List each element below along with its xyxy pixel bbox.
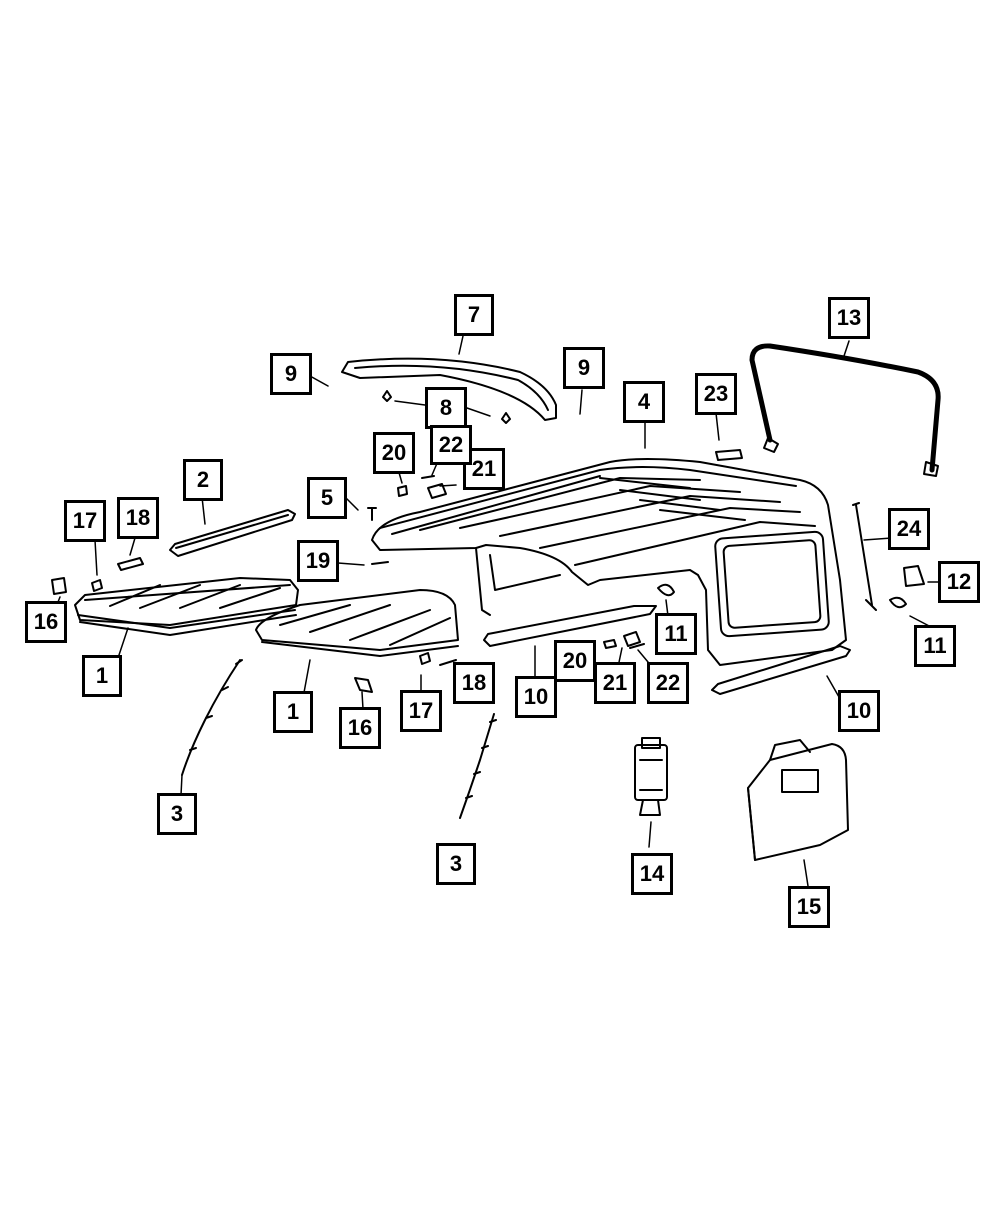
callout-19: 19: [297, 540, 339, 582]
hardtop-part: [371, 458, 847, 666]
callout-3: 3: [157, 793, 197, 835]
clip-part: [371, 561, 389, 565]
door-seal-part: [749, 343, 941, 473]
bumper-part: [397, 485, 408, 497]
clip-part: [382, 390, 392, 402]
callout-16: 16: [25, 601, 67, 643]
bumper-part: [427, 483, 447, 499]
callout-12: 12: [938, 561, 980, 603]
callout-14: 14: [631, 853, 673, 895]
callout-18: 18: [117, 497, 159, 539]
clip-part: [501, 412, 511, 424]
callout-10: 10: [838, 690, 880, 732]
callout-22: 22: [430, 425, 472, 465]
bumper-part: [623, 631, 641, 647]
callout-23: 23: [695, 373, 737, 415]
roof-panel-right-part: [255, 589, 459, 657]
pad-part: [421, 475, 435, 479]
strut-part: [855, 504, 873, 606]
callout-7: 7: [454, 294, 494, 336]
callout-1: 1: [273, 691, 313, 733]
seal-end-part: [923, 461, 939, 477]
harness-right-part: [459, 713, 495, 819]
callout-22: 22: [647, 662, 689, 704]
latch-part: [889, 596, 907, 609]
bracket-part: [715, 449, 743, 461]
front-header-trim-part: [341, 357, 557, 421]
pad-part: [439, 659, 457, 666]
callout-10: 10: [515, 676, 557, 718]
callout-4: 4: [623, 381, 665, 423]
callout-17: 17: [400, 690, 442, 732]
side-rail-right-part: [711, 645, 851, 695]
callout-13: 13: [828, 297, 870, 339]
callout-11: 11: [655, 613, 697, 655]
weatherstrip-part: [169, 509, 296, 557]
harness-left-part: [181, 659, 241, 776]
latch-part: [51, 577, 67, 595]
callout-17: 17: [64, 500, 106, 542]
side-rail-left-part: [483, 605, 657, 647]
callout-9: 9: [270, 353, 312, 395]
callout-21: 21: [594, 662, 636, 704]
callout-8: 8: [425, 387, 467, 429]
latch-part: [657, 583, 675, 597]
callout-3: 3: [436, 843, 476, 885]
callout-1: 1: [82, 655, 122, 697]
pad-part: [629, 643, 645, 649]
storage-bag-part: [747, 739, 849, 861]
seal-end-part: [763, 437, 779, 453]
clip-part: [419, 652, 431, 665]
callout-11: 11: [914, 625, 956, 667]
hinge-part: [903, 565, 925, 587]
pad-part: [117, 557, 144, 571]
callout-5: 5: [307, 477, 347, 519]
screw-part: [367, 507, 377, 521]
bumper-part: [603, 639, 617, 649]
callout-16: 16: [339, 707, 381, 749]
callout-2: 2: [183, 459, 223, 501]
callout-18: 18: [453, 662, 495, 704]
callout-9: 9: [563, 347, 605, 389]
bracket-part: [634, 737, 668, 816]
callout-20: 20: [373, 432, 415, 474]
callout-20: 20: [554, 640, 596, 682]
clip-part: [91, 579, 103, 592]
latch-part: [354, 677, 373, 693]
callout-15: 15: [788, 886, 830, 928]
roof-panel-left-part: [74, 577, 299, 636]
callout-24: 24: [888, 508, 930, 550]
